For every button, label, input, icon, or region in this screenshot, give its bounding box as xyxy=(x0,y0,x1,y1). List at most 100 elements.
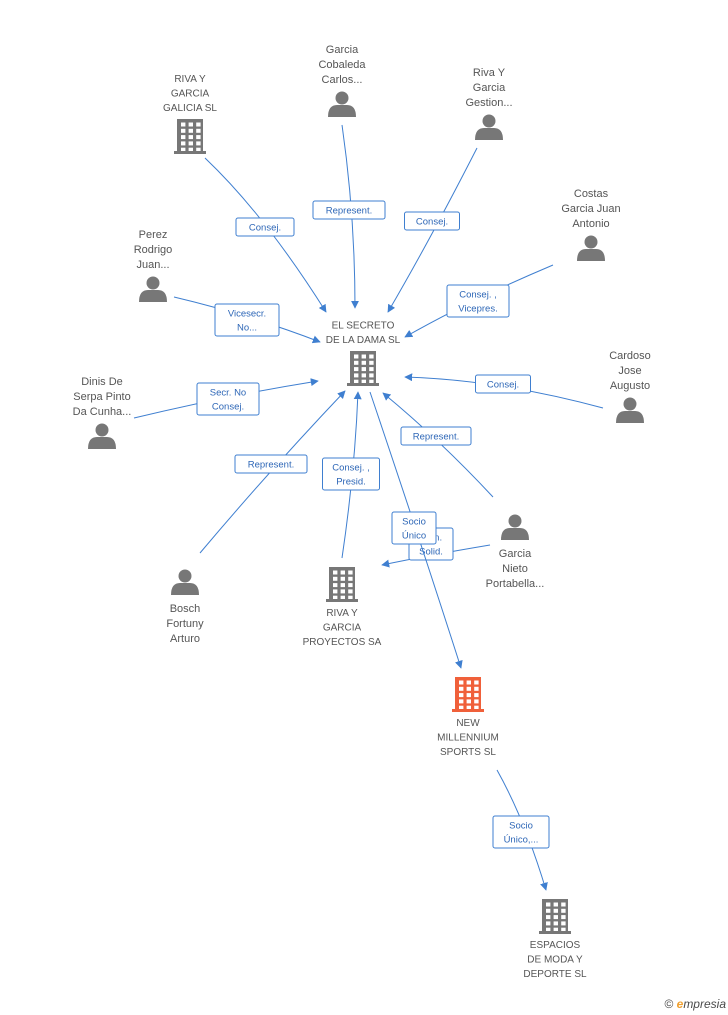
building-window xyxy=(553,915,558,920)
edge-label[interactable]: Consej. xyxy=(235,217,295,237)
building-window xyxy=(333,589,338,594)
building-window xyxy=(188,147,193,152)
person-head xyxy=(584,235,598,249)
node-label: Cardoso xyxy=(609,350,651,362)
node-label: DEPORTE SL xyxy=(523,969,587,980)
building-window xyxy=(546,915,551,920)
person-body xyxy=(139,290,167,302)
person-icon xyxy=(475,114,503,140)
node-label: MILLENNIUM xyxy=(437,733,499,744)
building-icon xyxy=(539,899,571,934)
edge-label[interactable]: Represent. xyxy=(234,454,308,474)
building-window xyxy=(348,576,353,581)
node-label: NEW xyxy=(456,718,480,729)
node-label: Arturo xyxy=(170,633,200,645)
building-base xyxy=(452,709,484,712)
node-garcia_nieto[interactable]: GarciaNietoPortabella... xyxy=(486,514,545,591)
node-garcia_cobaleda[interactable]: GarciaCobaledaCarlos... xyxy=(318,44,366,117)
building-window xyxy=(361,379,366,384)
person-body xyxy=(577,249,605,261)
building-window xyxy=(361,360,366,365)
node-label: GARCIA xyxy=(323,623,362,634)
edge-label[interactable]: Vicesecr.No... xyxy=(214,303,280,337)
building-window xyxy=(459,699,464,704)
edge-label[interactable]: Represent. xyxy=(400,426,472,446)
building-window xyxy=(459,693,464,698)
node-label: Fortuny xyxy=(166,618,204,630)
edge-label[interactable]: Represent. xyxy=(312,200,386,220)
edge-label-text: Único,... xyxy=(504,835,539,846)
building-icon xyxy=(347,351,379,386)
node-label: Augusto xyxy=(610,380,650,392)
node-perez[interactable]: PerezRodrigoJuan... xyxy=(134,229,173,302)
building-window xyxy=(361,367,366,372)
node-label: Gestion... xyxy=(465,97,512,109)
person-body xyxy=(475,128,503,140)
person-head xyxy=(95,423,109,437)
building-window xyxy=(459,680,464,685)
node-label: Carlos... xyxy=(322,74,363,86)
edge-label-text: Socio xyxy=(509,821,533,832)
person-head xyxy=(178,569,192,583)
edges-layer: Consej. Represent. Consej. Consej. ,Vicepre… xyxy=(133,124,604,891)
edge-label[interactable]: SocioÚnico,... xyxy=(492,815,550,849)
edge-label-text: Vicesecr. xyxy=(228,309,266,320)
edge-label-box xyxy=(446,284,510,318)
building-window xyxy=(340,595,345,600)
edge-label[interactable]: Consej. ,Presid. xyxy=(322,457,380,491)
building-window xyxy=(340,570,345,575)
brand-logo[interactable]: empresia xyxy=(676,997,726,1011)
building-base xyxy=(539,931,571,934)
person-head xyxy=(146,276,160,290)
building-window xyxy=(354,367,359,372)
edge-label-box xyxy=(391,511,437,545)
person-head xyxy=(508,514,522,528)
person-body xyxy=(171,583,199,595)
node-label: Jose xyxy=(618,365,641,377)
building-window xyxy=(369,367,374,372)
node-riva_gestion[interactable]: Riva YGarciaGestion... xyxy=(465,67,513,140)
building-window xyxy=(196,122,201,127)
person-icon xyxy=(328,91,356,117)
building-window xyxy=(369,379,374,384)
edge-label[interactable]: Consej. xyxy=(475,374,531,394)
building-window xyxy=(466,680,471,685)
building-window xyxy=(369,360,374,365)
copyright-symbol: © xyxy=(664,997,674,1011)
node-label: Antonio xyxy=(572,218,609,230)
building-window xyxy=(340,583,345,588)
person-icon xyxy=(171,569,199,595)
edge-label-box xyxy=(400,426,472,446)
edge-label-box xyxy=(492,815,550,849)
building-window xyxy=(474,705,479,710)
building-window xyxy=(546,908,551,913)
building-icon xyxy=(326,567,358,602)
building-window xyxy=(369,354,374,359)
edge-label[interactable]: Consej. ,Vicepres. xyxy=(446,284,510,318)
edge-label[interactable]: Consej. xyxy=(404,211,460,231)
edge-label-text: Consej. xyxy=(487,380,519,391)
building-window xyxy=(188,122,193,127)
building-window xyxy=(561,927,566,932)
building-window xyxy=(181,135,186,140)
building-base xyxy=(326,599,358,602)
building-window xyxy=(348,595,353,600)
edge-label-text: Solid. xyxy=(419,547,443,558)
person-icon xyxy=(577,235,605,261)
building-window xyxy=(354,373,359,378)
node-label: Costas xyxy=(574,188,609,200)
building-window xyxy=(333,583,338,588)
building-window xyxy=(361,354,366,359)
